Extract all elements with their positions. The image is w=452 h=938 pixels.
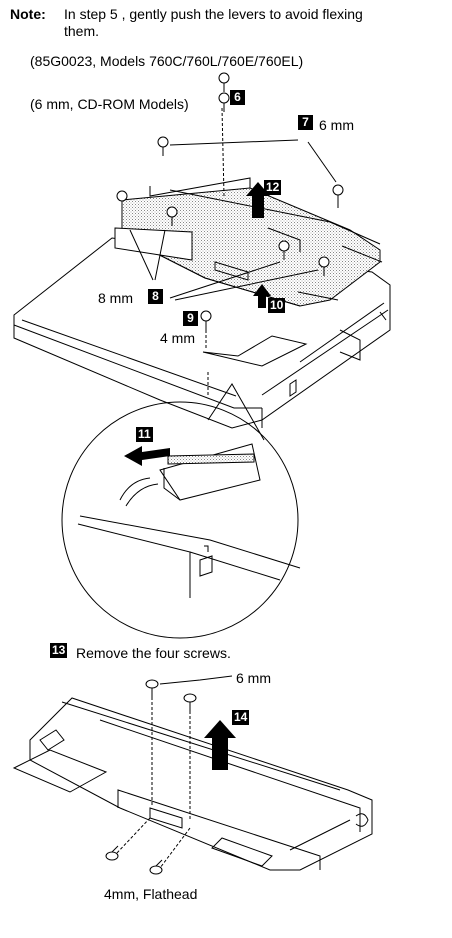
- label-4mm: 4 mm: [160, 330, 195, 346]
- leader-line-8c: [169, 261, 281, 299]
- screw-icon-6b: [218, 92, 230, 112]
- leader-line-8a: [129, 229, 154, 281]
- screw-icon-6a: [218, 72, 230, 92]
- screw-icon-7a: [157, 136, 169, 156]
- screw-icon-9: [200, 310, 212, 330]
- step-badge-10: 10: [268, 298, 286, 313]
- leader-line-6mm-bottom: [159, 675, 233, 685]
- screw-icon-8a: [116, 190, 128, 212]
- leader-line-7b: [307, 141, 337, 183]
- step13-instruction: Remove the four screws.: [76, 645, 231, 661]
- leader-line-13d: [159, 827, 191, 869]
- push-arrow-10: [253, 284, 271, 308]
- step-badge-7: 7: [298, 115, 313, 130]
- step-badge-12: 12: [264, 180, 282, 195]
- screw-icon-8b: [166, 206, 178, 226]
- connector-strip: [167, 453, 255, 465]
- screw-icon-13a: [145, 679, 159, 700]
- slide-arrow-11: [124, 446, 170, 466]
- leader-line-8d: [174, 269, 319, 301]
- screws-lower: [105, 679, 197, 875]
- step-badge-11: 11: [136, 427, 153, 442]
- label-flathead: 4mm, Flathead: [104, 886, 198, 902]
- screw-icon-13c: [105, 845, 119, 861]
- step-badge-6: 6: [230, 90, 245, 105]
- screws-upper: [116, 72, 344, 330]
- lift-arrow-14: [204, 720, 236, 770]
- leader-line-13c: [115, 817, 151, 855]
- note-label: Note:: [10, 6, 46, 22]
- top-cover-assembly: [114, 177, 383, 307]
- screw-icon-8d: [318, 256, 330, 276]
- step-badge-13: 13: [50, 643, 68, 658]
- note-text-line1: In step 5 , gently push the levers to av…: [64, 6, 363, 22]
- cdrom-caption: (6 mm, CD-ROM Models): [30, 96, 189, 112]
- step-badge-14: 14: [232, 710, 250, 725]
- leader-line-7a: [169, 139, 299, 146]
- leader-line-8b: [154, 229, 166, 281]
- cd-rom-unit-outline: [12, 697, 373, 871]
- step-badge-8: 8: [148, 289, 163, 304]
- screw-icon-13b: [183, 693, 197, 714]
- detail-magnifier: [61, 383, 301, 639]
- step-badge-9: 9: [183, 311, 198, 326]
- label-6mm-bottom: 6 mm: [236, 670, 271, 686]
- screw-icon-7b: [332, 184, 344, 208]
- access-panel: [202, 335, 308, 367]
- label-6mm-top: 6 mm: [319, 117, 354, 133]
- screw-icon-13d: [149, 859, 163, 875]
- models-caption: (85G0023, Models 760C/760L/760E/760EL): [30, 53, 304, 69]
- label-8mm: 8 mm: [98, 290, 133, 306]
- note-text-line2: them.: [64, 23, 100, 39]
- screw-icon-8c: [278, 240, 290, 260]
